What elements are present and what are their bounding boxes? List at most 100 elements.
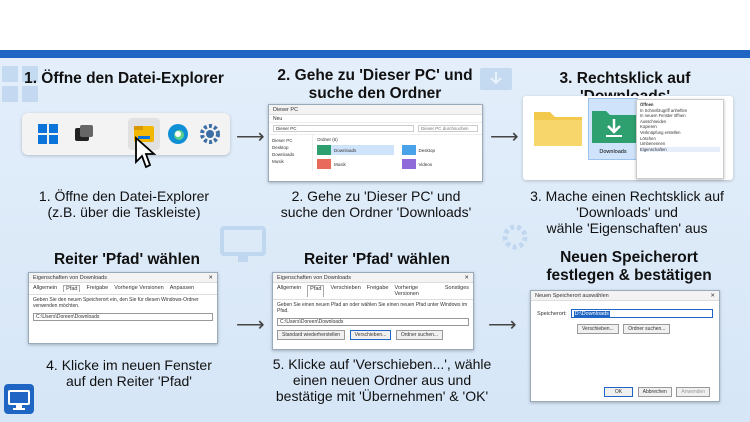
properties-tabs: Allgemein Pfad Verschieben Freigabe Vorh… <box>273 283 473 300</box>
properties-window-step4: Eigenschaften von Downloads ✕ Allgemein P… <box>28 272 218 344</box>
folder-item-music[interactable]: Musik <box>317 159 394 169</box>
tab-path[interactable]: Pfad <box>307 285 325 297</box>
close-icon[interactable]: ✕ <box>464 275 469 281</box>
step4-caption-line2: auf den Reiter 'Pfad' <box>66 373 192 389</box>
explorer-sidebar: Dieser PC Desktop Downloads Musik <box>269 135 313 171</box>
new-location-dialog: Neuen Speicherort auswählen✕ Speicherort… <box>530 290 720 402</box>
tab-customize[interactable]: Anpassen <box>169 285 195 291</box>
tab-general[interactable]: Allgemein <box>33 285 58 291</box>
menu-item-delete[interactable]: Löschen <box>640 135 656 141</box>
find-folder-button[interactable]: Ordner suchen... <box>623 324 671 334</box>
folder-label: Downloads <box>334 147 357 153</box>
arrow-right-icon: ⟶ <box>236 126 265 148</box>
videos-folder-icon <box>401 159 416 169</box>
close-icon[interactable]: ✕ <box>208 275 213 281</box>
monitor-logo-icon <box>4 384 34 414</box>
mouse-cursor-icon <box>135 136 157 169</box>
find-folder-button[interactable]: Ordner suchen... <box>395 330 444 340</box>
menu-item-rename[interactable]: Umbenennen <box>640 141 666 147</box>
close-icon[interactable]: ✕ <box>710 293 715 299</box>
folders-header: Ordner (6) <box>317 137 338 142</box>
header-accent-bar <box>0 50 750 58</box>
step3-caption-line2: 'Downloads' und <box>576 204 678 220</box>
path-input[interactable]: C:\Users\Doreen\Downloads <box>33 313 213 321</box>
folder-label: Desktop <box>418 147 436 153</box>
folder-item-downloads[interactable]: Downloads <box>317 145 394 155</box>
step3-caption: 3. Mache einen Rechtsklick auf 'Download… <box>516 188 738 236</box>
download-folder-icon <box>592 111 636 143</box>
windows-logo-bg-icon <box>2 66 38 102</box>
step1-caption-line2: (z.B. über die Taskleiste) <box>47 204 201 220</box>
tab-path[interactable]: Pfad <box>63 285 81 292</box>
folder-label: Videos <box>418 161 433 167</box>
tab-previous-versions[interactable]: Vorherige Versionen <box>114 285 164 291</box>
folder-label: Musik <box>334 161 346 167</box>
tab-previous-versions[interactable]: Vorherige Versionen <box>394 285 419 297</box>
menu-item-cut[interactable]: Ausschneiden <box>640 118 667 124</box>
menu-item-properties[interactable]: Eigenschaften <box>640 146 720 153</box>
menu-item-new-window[interactable]: In neuem Fenster öffnen <box>640 113 686 119</box>
explorer-window: Dieser PC Neu Dieser PC Dieser PC durchs… <box>268 104 483 182</box>
file-explorer-icon[interactable] <box>132 122 156 146</box>
menu-item-shortcut[interactable]: Verknüpfung erstellen <box>640 129 681 135</box>
step1-caption-line1: 1. Öffne den Datei-Explorer <box>38 188 210 204</box>
properties-title-bar: Eigenschaften von Downloads ✕ <box>29 273 217 283</box>
tab-other[interactable]: Sonstiges <box>444 285 469 291</box>
step6-title: Neuen Speicherort festlegen & bestätigen <box>518 249 740 285</box>
step3-caption-line3: wähle 'Eigenschaften' aus <box>546 220 708 236</box>
properties-tabs: Allgemein Pfad Freigabe Vorherige Versio… <box>29 283 217 295</box>
tab-sharing[interactable]: Freigabe <box>86 285 109 291</box>
step6-title-line2: festlegen & bestätigen <box>546 267 712 284</box>
restore-default-button[interactable]: Standard wiederherstellen <box>277 330 346 340</box>
step6-title-line1: Neuen Speicherort <box>560 249 698 266</box>
context-menu: Öffnen In Schnellzugriff anheften In neu… <box>636 99 724 179</box>
music-folder-icon <box>317 159 331 169</box>
folder-item-videos[interactable]: Videos <box>401 159 479 169</box>
sidebar-item-music[interactable]: Musik <box>272 159 284 164</box>
path-description: Geben Sie einen neuen Pfad an oder wähle… <box>277 302 468 314</box>
edge-browser-icon[interactable] <box>166 122 190 146</box>
tab-general[interactable]: Allgemein <box>277 285 302 291</box>
monitor-bg-icon <box>220 226 266 262</box>
move-button[interactable]: Verschieben... <box>349 330 392 340</box>
step4-title: Reiter 'Pfad' wählen <box>53 251 201 268</box>
explorer-title: Dieser PC <box>269 105 482 115</box>
ok-button[interactable]: OK <box>603 387 634 397</box>
sidebar-item-desktop[interactable]: Desktop <box>272 145 289 150</box>
sidebar-item-downloads[interactable]: Downloads <box>272 152 295 157</box>
address-bar[interactable]: Dieser PC <box>273 125 414 132</box>
folder-item-desktop[interactable]: Desktop <box>401 145 479 155</box>
cancel-button[interactable]: Abbrechen <box>637 387 672 397</box>
menu-item-copy[interactable]: Kopieren <box>640 124 657 130</box>
path-input[interactable]: C:\Users\Doreen\Downloads <box>277 318 469 326</box>
header-band <box>0 0 750 50</box>
step5-caption-line2: einen neuen Ordner aus und <box>292 372 472 388</box>
step2-title-line1: 2. Gehe zu 'Dieser PC' und <box>277 67 473 84</box>
search-input[interactable]: Dieser PC durchsuchen <box>418 125 478 132</box>
gear-bg-icon <box>502 224 528 250</box>
step5-caption-line3: bestätige mit 'Übernehmen' & 'OK' <box>275 388 489 404</box>
step5-title: Reiter 'Pfad' wählen <box>303 251 451 268</box>
yellow-folder-icon <box>534 112 582 146</box>
sidebar-item-this-pc[interactable]: Dieser PC <box>272 138 293 143</box>
step1-title: 1. Öffne den Datei-Explorer <box>24 70 224 87</box>
menu-item-pin[interactable]: In Schnellzugriff anheften <box>640 107 688 113</box>
properties-title: Eigenschaften von Downloads <box>33 275 107 281</box>
downloads-folder-label: Downloads <box>599 149 627 155</box>
task-view-icon[interactable] <box>72 122 96 146</box>
settings-gear-icon[interactable] <box>198 122 222 146</box>
explorer-toolbar: Neu <box>269 115 482 123</box>
downloads-folder-icon <box>317 145 331 155</box>
location-input[interactable]: D:\Downloads <box>570 309 713 318</box>
download-folder-bg-icon <box>480 68 512 90</box>
windows-start-icon[interactable] <box>36 122 60 146</box>
move-button[interactable]: Verschieben... <box>577 324 619 334</box>
downloads-folder-selected[interactable]: Downloads <box>588 98 638 160</box>
step2-caption-line2: suche den Ordner 'Downloads' <box>280 204 472 220</box>
new-button[interactable]: Neu <box>273 116 283 122</box>
apply-button[interactable]: Anwenden <box>676 387 710 397</box>
tab-move[interactable]: Verschieben <box>330 285 361 291</box>
menu-item-open[interactable]: Öffnen <box>640 102 654 107</box>
tab-sharing[interactable]: Freigabe <box>366 285 389 291</box>
desktop-folder-icon <box>401 145 416 155</box>
